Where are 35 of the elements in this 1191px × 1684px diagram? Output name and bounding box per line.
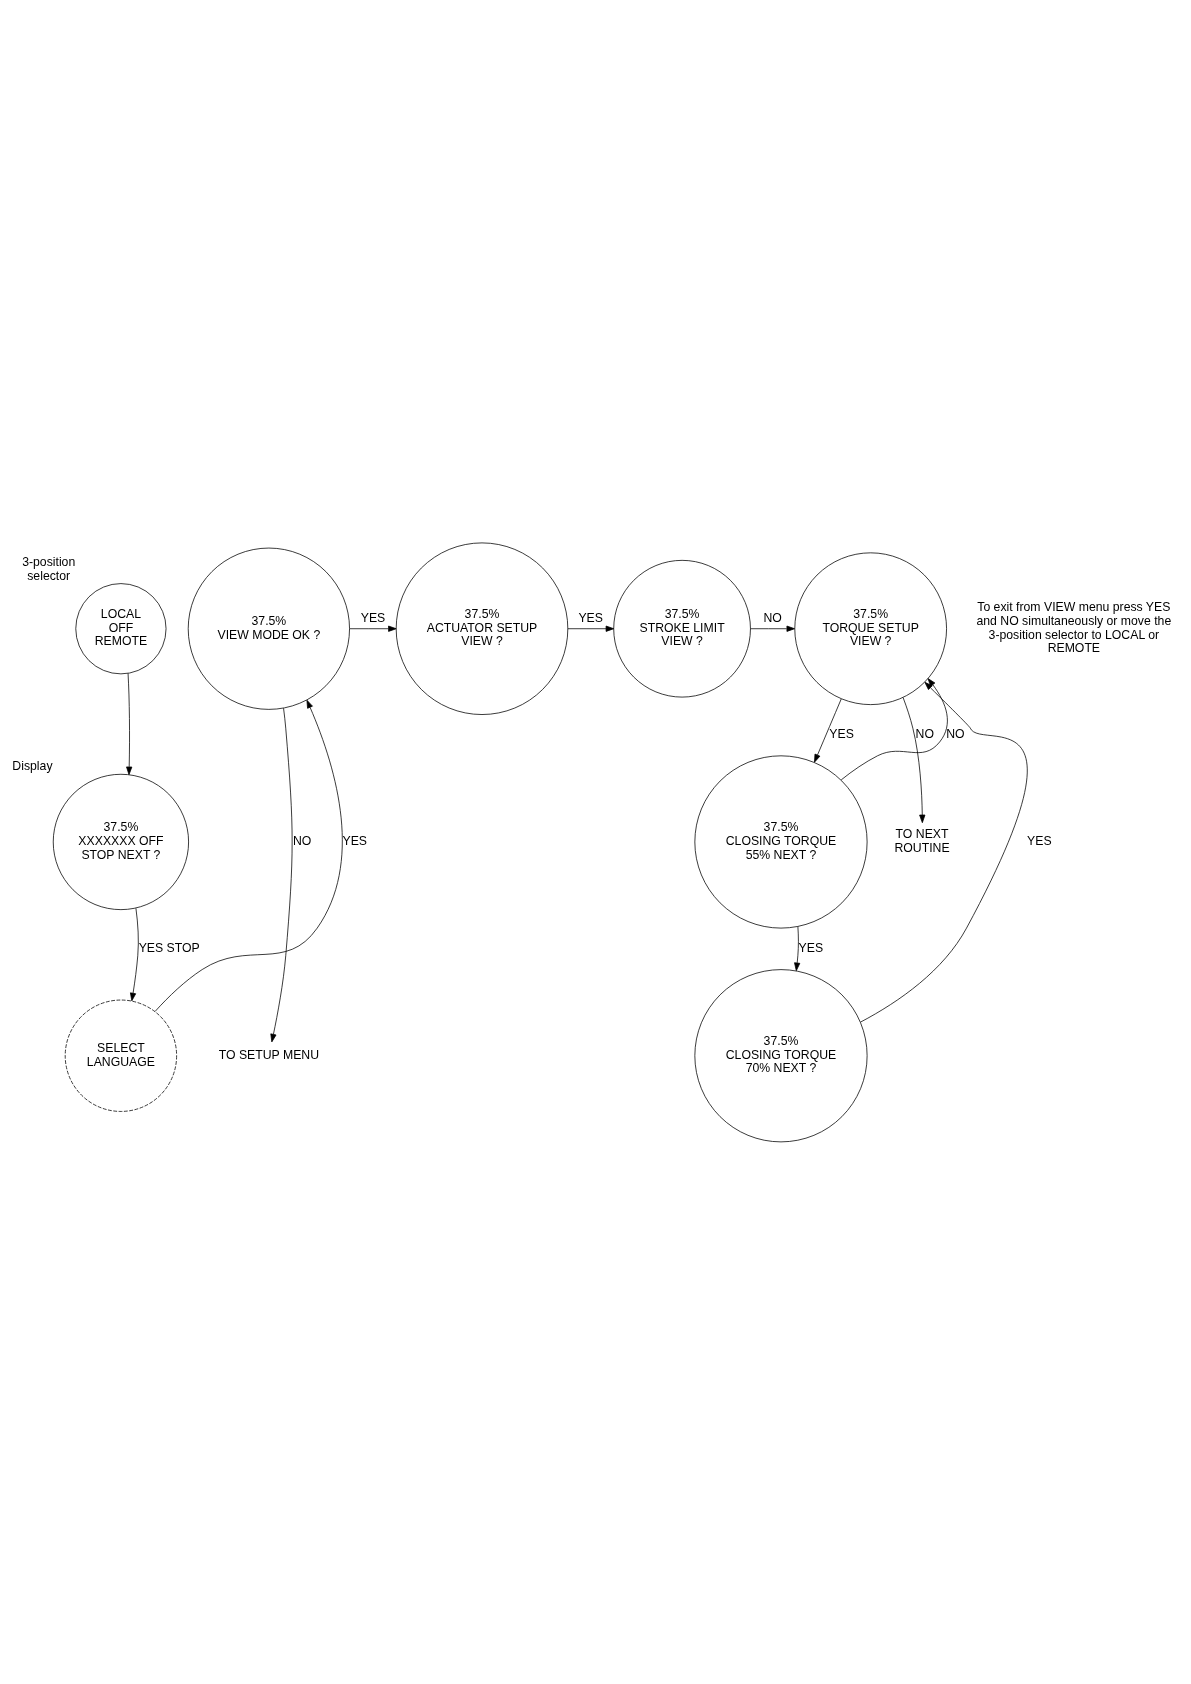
- node-circle: 37.5% XXXXXXX OFF STOP NEXT ?: [52, 773, 189, 910]
- node-circle: SELECT LANGUAGE: [64, 999, 177, 1112]
- node-circle: 37.5% CLOSING TORQUE 70% NEXT ?: [694, 968, 868, 1142]
- edge-label: YES: [829, 726, 854, 741]
- node-circle: 37.5% ACTUATOR SETUP VIEW ?: [395, 542, 569, 715]
- label: To exit from VIEW menu press YES and NO simultaneously or move the 3-position selector to LOCAL or REMOTE: [976, 599, 1172, 655]
- edge-label: NO: [293, 833, 312, 848]
- arrow: [902, 696, 926, 823]
- node-label: 3-position selector: [22, 554, 76, 583]
- arrow: [349, 625, 397, 632]
- edge-label: YES STOP: [138, 940, 200, 955]
- node-circle: LOCAL OFF REMOTE: [75, 582, 167, 674]
- edge-label: YES: [360, 610, 386, 625]
- edge-label: YES: [1027, 833, 1052, 848]
- arrow: [130, 907, 139, 1001]
- arrow: [270, 707, 293, 1042]
- edge-label: NO: [946, 726, 965, 741]
- arrow: [860, 681, 1028, 1023]
- arrow: [126, 672, 133, 775]
- node-text: TO SETUP MENU: [218, 1047, 320, 1062]
- edge-label: YES: [798, 940, 824, 955]
- edge-label: NO: [915, 726, 934, 741]
- node-circle: 37.5% TORQUE SETUP VIEW ?: [794, 551, 947, 705]
- node-label: Display: [12, 758, 53, 773]
- edge-label: NO: [763, 610, 782, 625]
- arrow: [814, 697, 842, 763]
- node-text: TO NEXT ROUTINE: [894, 826, 950, 855]
- edge-label: YES: [342, 833, 367, 848]
- arrow: [750, 625, 795, 632]
- arrow: [154, 699, 343, 1012]
- node-circle: 37.5% STROKE LIMIT VIEW ?: [613, 559, 751, 697]
- arrow: [794, 925, 801, 971]
- arrow: [567, 625, 615, 632]
- arrow: [840, 677, 948, 780]
- edge-label: YES: [578, 610, 603, 625]
